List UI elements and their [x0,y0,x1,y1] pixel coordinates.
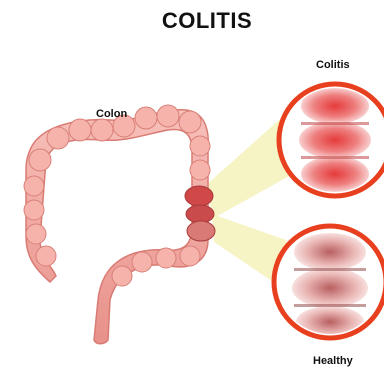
colon-label: Colon [96,108,127,120]
healthy-magnified-view [274,226,384,338]
colitis-magnified-view [279,84,384,196]
inflamed-section [185,186,215,241]
healthy-label: Healthy [313,355,353,367]
colitis-label: Colitis [316,59,350,71]
colon-illustration [24,105,215,344]
